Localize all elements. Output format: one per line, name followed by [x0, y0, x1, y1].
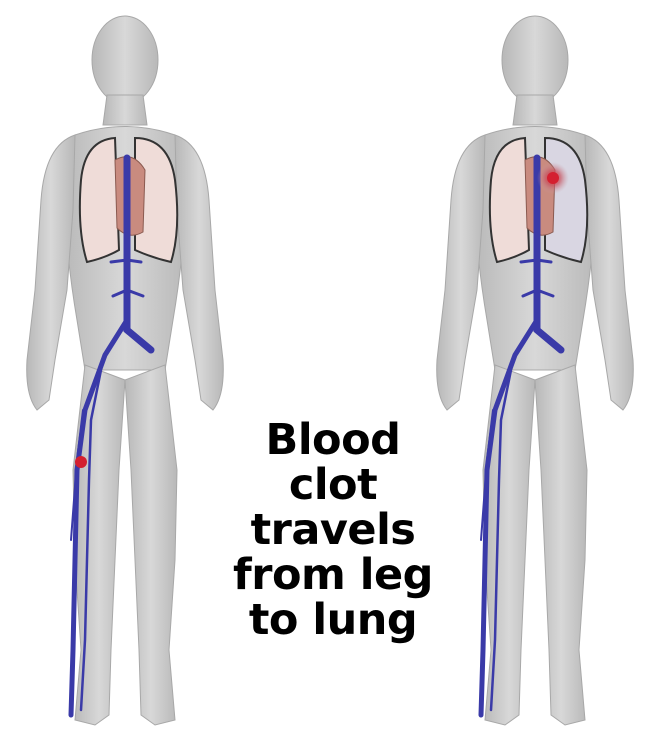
caption-line-1: Blood [228, 418, 438, 463]
blood-clot-lung [547, 172, 559, 184]
human-body [27, 16, 224, 725]
caption-line-2: clot [228, 463, 438, 508]
caption: Blood clot travels from leg to lung [228, 418, 438, 643]
blood-clot-leg [75, 456, 87, 468]
caption-line-3: travels [228, 508, 438, 553]
caption-line-5: to lung [228, 598, 438, 643]
human-body [437, 16, 634, 725]
caption-line-4: from leg [228, 553, 438, 598]
